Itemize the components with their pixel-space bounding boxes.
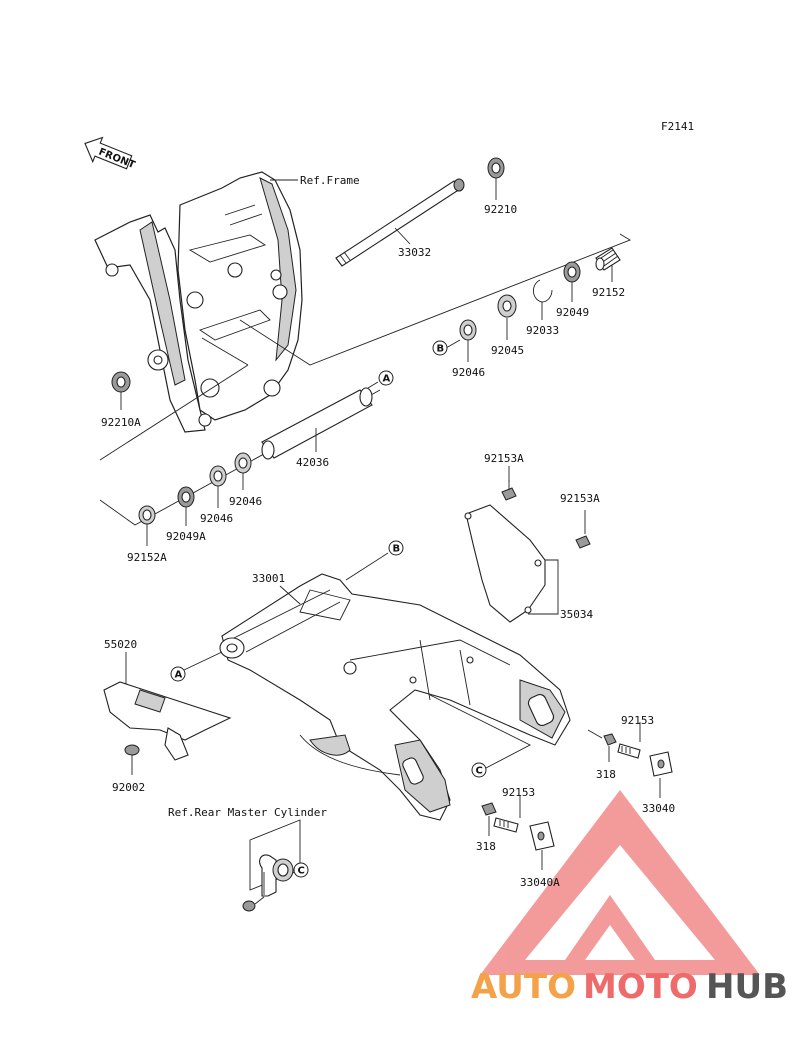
watermark-logo: [480, 790, 760, 975]
bolt-92153-center: [493, 817, 519, 833]
label-92002: 92002: [112, 781, 145, 794]
pivot-shaft-33032: [335, 178, 465, 267]
hose-clamp-bracket: [242, 854, 294, 912]
part-92049A: [177, 486, 195, 508]
label-92152A: 92152A: [127, 551, 167, 564]
nut-318-right: [603, 733, 617, 746]
bolt-92002: [124, 744, 140, 775]
part-92046-b: [209, 465, 227, 487]
part-92046-a: [234, 452, 252, 474]
svg-text:C: C: [476, 766, 483, 777]
frame-drawing: [94, 171, 303, 433]
label-33032: 33032: [398, 246, 431, 259]
adjuster-33040A: [529, 821, 555, 851]
label-92049A: 92049A: [166, 530, 206, 543]
label-35034: 35034: [560, 608, 593, 621]
label-318-center: 318: [476, 840, 496, 853]
ref-rear-master-cylinder-label: Ref.Rear Master Cylinder: [168, 806, 327, 819]
svg-text:B: B: [393, 544, 401, 555]
part-92210A: [111, 371, 131, 393]
part-92045: [497, 294, 517, 318]
label-92045: 92045: [491, 344, 524, 357]
callout-b-upper: [432, 340, 448, 356]
label-92153-center: 92153: [502, 786, 535, 799]
callout-c-bracket: [293, 862, 309, 878]
adjuster-33040: [649, 751, 673, 777]
label-92153-right: 92153: [621, 714, 654, 727]
label-55020: 55020: [104, 638, 137, 651]
label-33001: 33001: [252, 572, 285, 585]
swingarm-33001: [219, 573, 571, 821]
part-92033: [533, 279, 553, 303]
callout-a-upper: [378, 370, 394, 386]
label-92153A-top: 92153A: [484, 452, 524, 465]
cover-35034: [464, 504, 546, 623]
label-92033: 92033: [526, 324, 559, 337]
part-92049: [563, 261, 581, 283]
bolt-92153A-side: [575, 535, 591, 549]
label-92153A-side: 92153A: [560, 492, 600, 505]
bolt-92153-right: [617, 743, 641, 759]
label-92152: 92152: [592, 286, 625, 299]
collar-42036: [261, 387, 373, 460]
svg-text:A: A: [175, 670, 183, 681]
svg-text:AUTO: AUTO: [471, 967, 576, 1007]
figure-code: F2141: [661, 120, 694, 133]
callout-a-lower: [170, 666, 186, 682]
label-92046-a: 92046: [229, 495, 262, 508]
part-92210: [487, 157, 505, 200]
chain-slider-55020: [103, 681, 232, 761]
callout-c-swingarm: [471, 762, 487, 778]
part-92152: [595, 247, 621, 271]
nut-318-center: [481, 802, 497, 816]
svg-text:MOTO: MOTO: [583, 967, 698, 1007]
svg-text:HUB: HUB: [706, 967, 788, 1007]
watermark-text: AUTO MOTO HUB: [471, 967, 788, 1007]
front-arrow-icon: FRONT: [84, 136, 137, 171]
ref-frame-label: Ref.Frame: [300, 174, 360, 187]
label-92046-b: 92046: [200, 512, 233, 525]
label-92049: 92049: [556, 306, 589, 319]
callout-b-lower: [388, 540, 404, 556]
part-92152A: [138, 505, 156, 525]
label-42036: 42036: [296, 456, 329, 469]
label-33040A: 33040A: [520, 876, 560, 889]
svg-text:C: C: [298, 866, 305, 877]
label-92046-upper: 92046: [452, 366, 485, 379]
label-318-right: 318: [596, 768, 616, 781]
svg-text:A: A: [383, 374, 391, 385]
bolt-92153A-top: [501, 480, 517, 501]
label-92210: 92210: [484, 203, 517, 216]
label-33040: 33040: [642, 802, 675, 815]
label-92210A: 92210A: [101, 416, 141, 429]
part-92046-upper: [459, 319, 477, 341]
svg-text:B: B: [437, 344, 445, 355]
